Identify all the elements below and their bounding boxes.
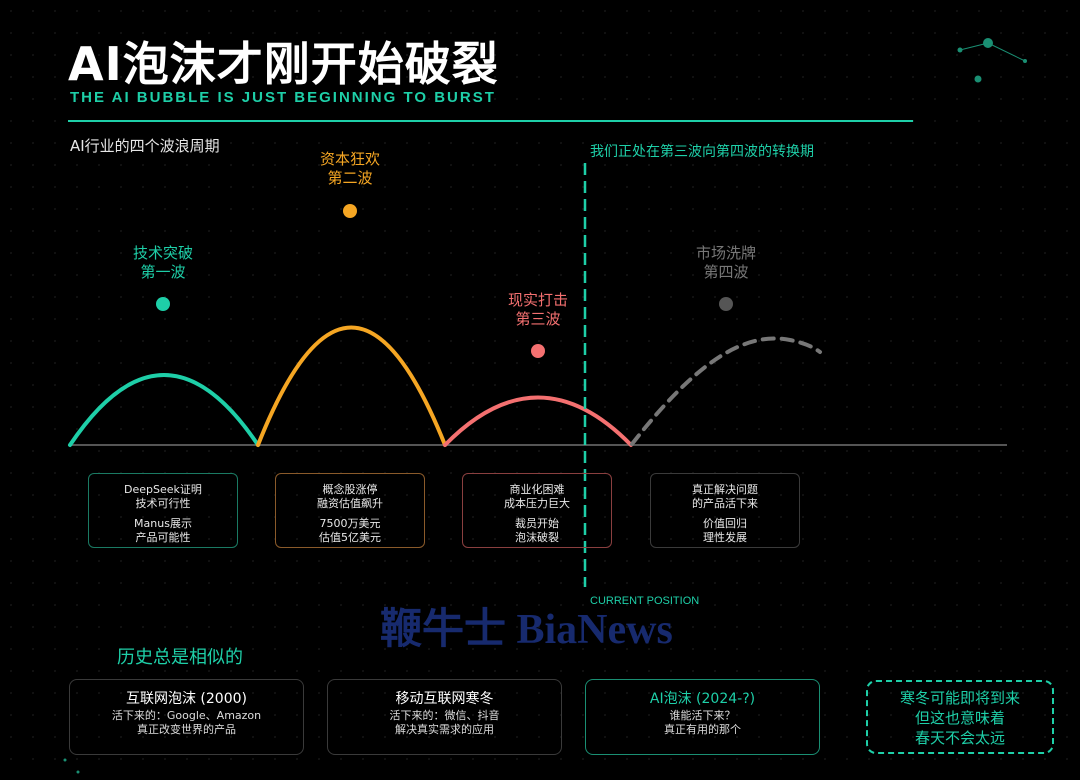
history-card-line: 解决真实需求的应用	[395, 723, 494, 736]
box-text: 产品可能性	[135, 531, 191, 544]
wave-1-label: 技术突破 第一波	[133, 244, 193, 282]
corner-dots-decoration	[63, 758, 80, 774]
history-title: 历史总是相似的	[117, 647, 243, 668]
wave-1-description-box: DeepSeek证明技术可行性 Manus展示产品可能性	[88, 473, 238, 548]
box-text: DeepSeek证明	[124, 483, 202, 496]
box-text: Manus展示	[134, 517, 192, 530]
history-card-title: 互联网泡沫 (2000)	[125, 691, 247, 707]
wave-4-description-box: 真正解决问题的产品活下来 价值回归理性发展	[650, 473, 800, 548]
page-subtitle: THE AI BUBBLE IS JUST BEGINNING TO BURST	[70, 89, 496, 106]
history-card-ai: AI泡沫 (2024-?) 谁能活下来？ 真正有用的那个	[585, 679, 820, 755]
box-text: 真正解决问题	[692, 483, 758, 496]
page-title: AI泡沫才刚开始破裂	[68, 37, 499, 91]
box-text: 商业化困难	[509, 483, 565, 496]
current-position-label: CURRENT POSITION	[590, 595, 700, 607]
wave-1-curve	[68, 373, 260, 447]
history-card-line: 真正有用的那个	[664, 723, 741, 736]
history-card-title: AI泡沫 (2024-?)	[649, 691, 756, 707]
quote-line: 但这也意味着	[914, 709, 1005, 727]
box-text: 融资估值飙升	[317, 497, 383, 510]
box-text: 技术可行性	[135, 497, 191, 510]
box-text: 7500万美元	[319, 517, 381, 530]
quote-line: 春天不会太远	[914, 729, 1005, 747]
history-card-line: 真正改变世界的产品	[137, 723, 236, 736]
history-card-mobile: 移动互联网寒冬 活下来的：微信、抖音 解决真实需求的应用	[327, 679, 562, 755]
current-transition-note: 我们正处在第三波向第四波的转换期	[590, 144, 814, 160]
box-text: 泡沫破裂	[515, 531, 559, 544]
box-text: 裁员开始	[515, 517, 559, 530]
wave-3-description-box: 商业化困难成本压力巨大 裁员开始泡沫破裂	[462, 473, 612, 548]
wave-1-dot	[156, 297, 170, 311]
watermark-logo: 鞭牛士 BiaNews	[380, 607, 673, 653]
winter-spring-quote: 寒冬可能即将到来 但这也意味着 春天不会太远	[866, 680, 1054, 754]
history-card-line: 谁能活下来？	[669, 709, 736, 722]
history-card-line: 活下来的：微信、抖音	[389, 709, 500, 722]
header-divider	[68, 120, 913, 122]
history-card-title: 移动互联网寒冬	[395, 691, 494, 707]
wave-2-label-order: 第二波	[327, 169, 373, 187]
wave-4-curve	[630, 336, 822, 446]
wave-4-dot	[719, 297, 733, 311]
wave-2-description-box: 概念股涨停融资估值飙升 7500万美元估值5亿美元	[275, 473, 425, 548]
box-text: 成本压力巨大	[504, 497, 570, 510]
wave-1-label-name: 技术突破	[132, 244, 194, 262]
box-text: 估值5亿美元	[319, 531, 381, 544]
history-card-line: 活下来的：Google、Amazon	[111, 709, 262, 722]
wave-3-label-order: 第三波	[515, 310, 561, 328]
quote-line: 寒冬可能即将到来	[899, 689, 1020, 707]
wave-4-label: 市场洗牌 第四波	[696, 244, 756, 282]
box-text: 价值回归	[703, 517, 747, 530]
wave-2-label: 资本狂欢 第二波	[320, 150, 380, 188]
wave-1-label-order: 第一波	[140, 263, 186, 281]
wave-2-dot	[343, 204, 357, 218]
wave-3-curve	[443, 395, 633, 447]
constellation-icon	[957, 38, 1027, 83]
wave-2-label-name: 资本狂欢	[319, 150, 381, 168]
wave-3-dot	[531, 344, 545, 358]
section-label: AI行业的四个波浪周期	[70, 137, 220, 155]
box-text: 概念股涨停	[322, 483, 378, 496]
box-text: 的产品活下来	[692, 497, 758, 510]
box-text: 理性发展	[703, 531, 747, 544]
wave-3-label: 现实打击 第三波	[508, 291, 568, 329]
wave-3-label-name: 现实打击	[507, 291, 569, 309]
wave-4-label-order: 第四波	[703, 263, 749, 281]
history-card-internet: 互联网泡沫 (2000) 活下来的：Google、Amazon 真正改变世界的产…	[69, 679, 304, 755]
wave-4-label-name: 市场洗牌	[695, 244, 757, 262]
wave-2-curve	[256, 325, 447, 447]
